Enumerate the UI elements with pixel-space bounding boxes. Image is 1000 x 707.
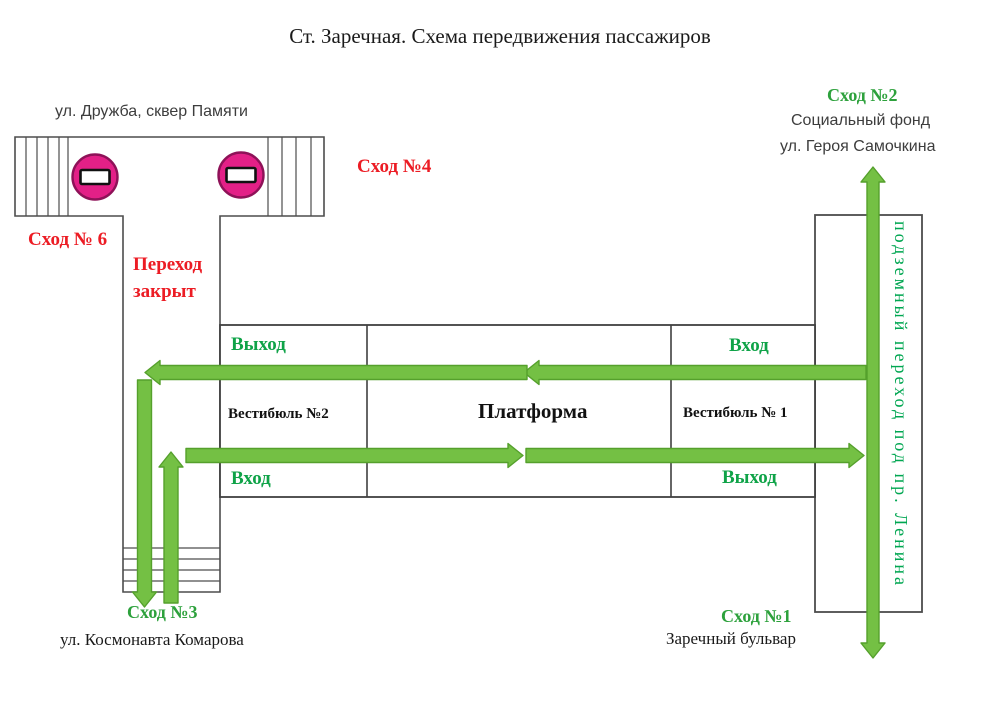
- arrow-entry-lower-right: [525, 442, 865, 469]
- street-label-boulevard: Заречный бульвар: [666, 629, 796, 648]
- passage-closed-line1: Переход: [133, 254, 203, 275]
- underpass-label: подземный переход под пр. Ленина: [891, 221, 911, 589]
- street-label-komarova: ул. Космонавта Комарова: [60, 630, 244, 649]
- no-entry-icon: [217, 151, 265, 199]
- social-fund-label: Социальный фонд: [791, 112, 931, 129]
- page-title: Ст. Заречная. Схема передвижения пассажи…: [289, 24, 711, 48]
- passage-closed-line2: закрыт: [133, 281, 196, 302]
- vestibule1-label: Вестибюль № 1: [683, 405, 788, 421]
- exit4-label: Сход №4: [357, 156, 432, 177]
- street-label-druzhba: ул. Дружба, сквер Памяти: [55, 103, 248, 120]
- platform-label: Платформа: [478, 399, 588, 423]
- exit3-label: Сход №3: [127, 602, 198, 622]
- station-exit-label-se: Выход: [722, 467, 777, 488]
- station-box: [219, 324, 816, 498]
- arrow-underpass-vertical: [860, 166, 886, 659]
- closed-passage-outline: [14, 136, 325, 593]
- stairs-top-right: [267, 137, 312, 216]
- stairs-top-left: [25, 137, 69, 216]
- exit2-label: Сход №2: [827, 85, 898, 105]
- no-entry-icon: [71, 153, 119, 201]
- arrow-entry-up-from-skhod3: [158, 451, 184, 604]
- station-entry-label-sw: Вход: [231, 468, 271, 489]
- arrow-exit-upper-right: [523, 359, 867, 386]
- vestibule2-label: Вестибюль №2: [228, 406, 329, 422]
- station-exit-label-nw: Выход: [231, 334, 286, 355]
- exit1-label: Сход №1: [721, 606, 792, 626]
- exit6-label: Сход № 6: [28, 229, 108, 250]
- arrow-exit-upper-left: [144, 359, 528, 386]
- station-entry-label-ne: Вход: [729, 335, 769, 356]
- arrow-exit-down-to-skhod3: [131, 379, 158, 608]
- passage-closed-note: Переход закрыт: [133, 251, 202, 305]
- arrow-entry-lower-left: [185, 442, 524, 469]
- street-label-samochkina: ул. Героя Самочкина: [780, 138, 936, 155]
